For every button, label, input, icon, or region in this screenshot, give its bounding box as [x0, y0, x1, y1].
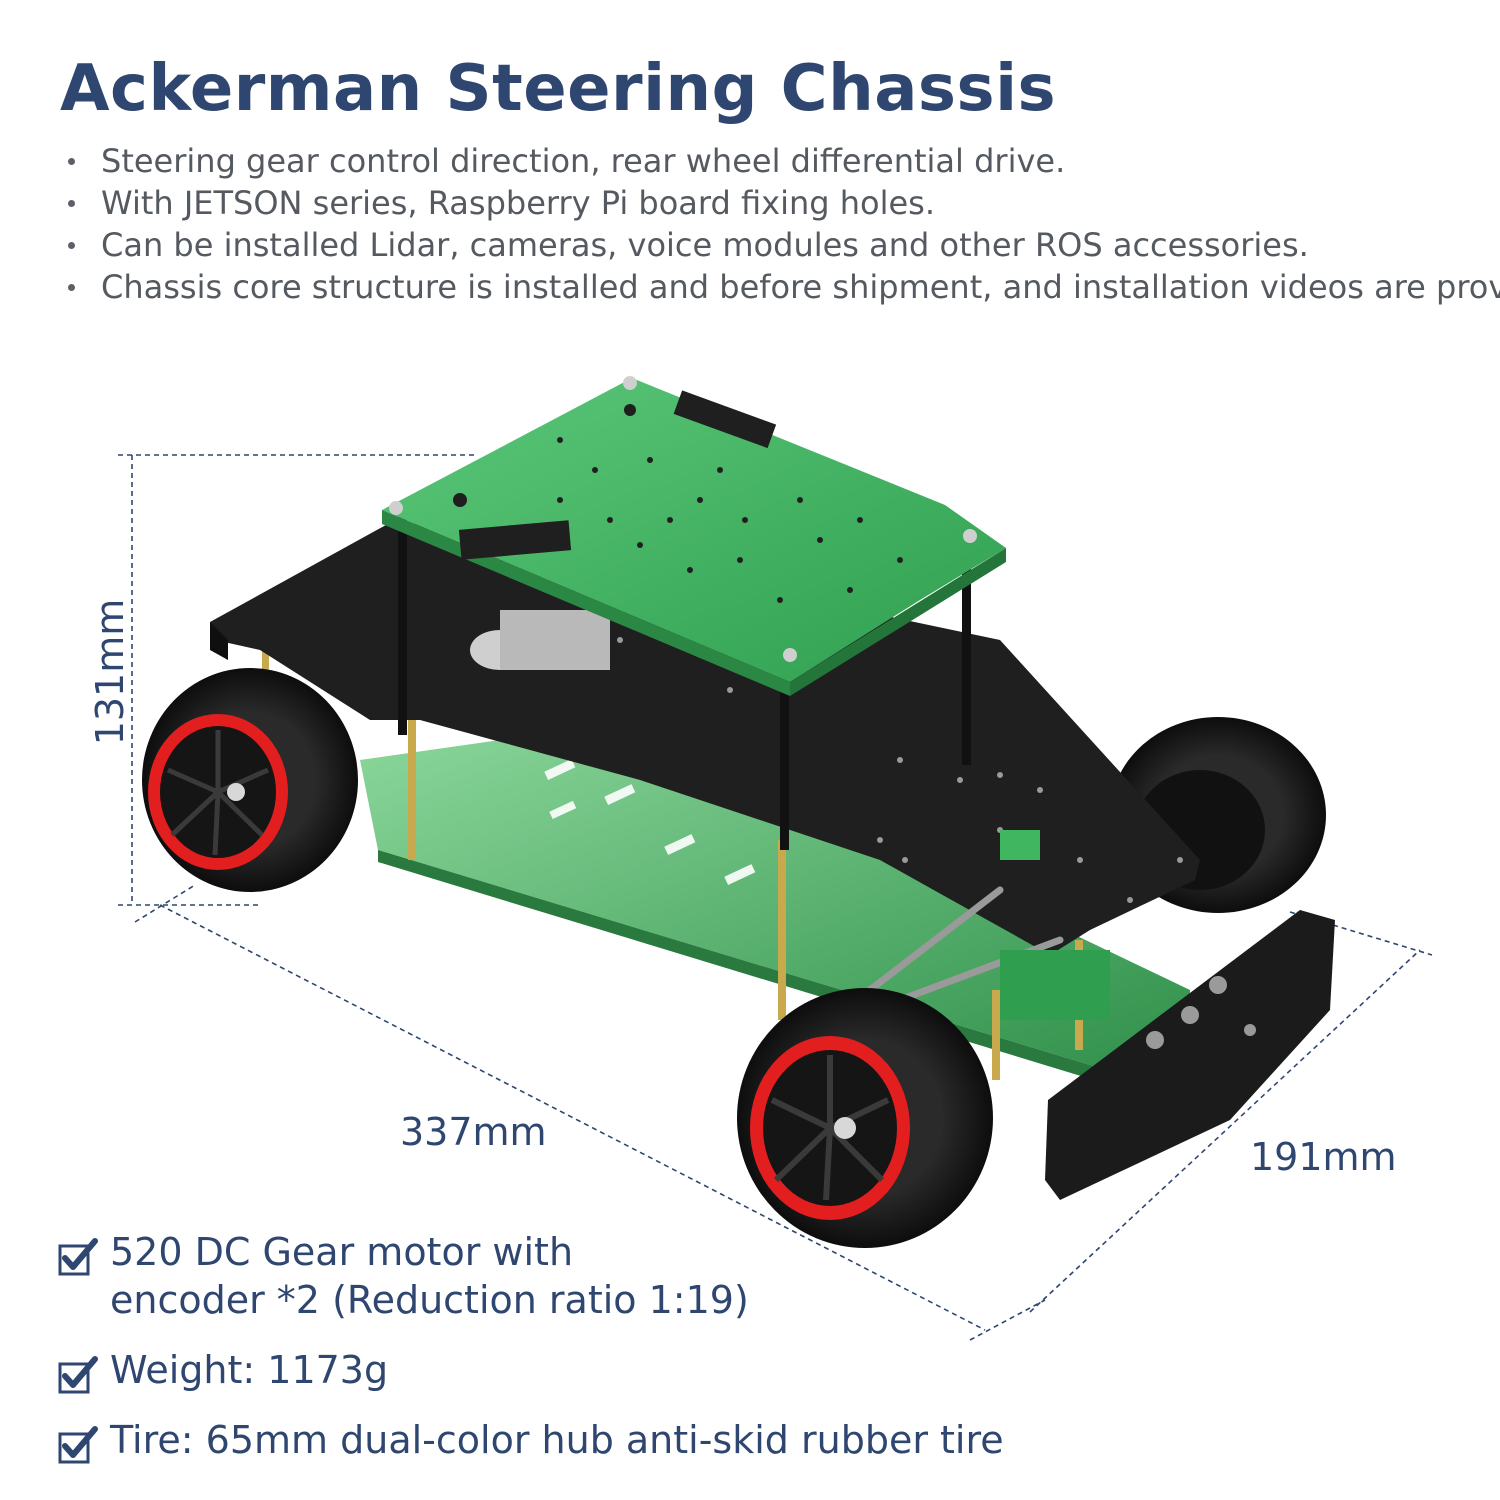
spec-text: encoder *2 (Reduction ratio 1:19)	[110, 1278, 749, 1322]
spec-text: 520 DC Gear motor with	[110, 1230, 574, 1274]
bullet-item: Steering gear control direction, rear wh…	[66, 140, 1500, 182]
support-posts	[398, 515, 971, 850]
spec-checklist: 520 DC Gear motor with encoder *2 (Reduc…	[58, 1228, 1158, 1486]
feature-bullet-list: Steering gear control direction, rear wh…	[66, 140, 1500, 308]
front-bumper	[1045, 910, 1335, 1200]
bullet-item: With JETSON series, Raspberry Pi board f…	[66, 182, 1500, 224]
checkmark-icon	[58, 1426, 98, 1464]
rear-left-wheel	[142, 668, 358, 892]
checkmark-icon	[58, 1356, 98, 1394]
spec-text: Tire: 65mm dual-color hub anti-skid rubb…	[110, 1418, 1004, 1462]
spec-item-tire: Tire: 65mm dual-color hub anti-skid rubb…	[58, 1416, 1158, 1464]
length-dimension-label: 337mm	[400, 1110, 547, 1154]
top-plate	[382, 376, 1006, 696]
spec-item-motor: 520 DC Gear motor with encoder *2 (Reduc…	[58, 1228, 1158, 1324]
height-dimension-label: 131mm	[88, 598, 132, 746]
page-title: Ackerman Steering Chassis	[60, 52, 1057, 126]
bullet-item: Can be installed Lidar, cameras, voice m…	[66, 224, 1500, 266]
front-left-wheel	[737, 988, 993, 1248]
bullet-item: Chassis core structure is installed and …	[66, 266, 1500, 308]
width-dimension-label: 191mm	[1250, 1135, 1397, 1179]
spec-item-weight: Weight: 1173g	[58, 1346, 1158, 1394]
checkmark-icon	[58, 1238, 98, 1276]
spec-text: Weight: 1173g	[110, 1348, 389, 1392]
gear-motor	[470, 610, 610, 670]
dimension-lines	[118, 454, 1433, 1341]
servo-block	[1000, 830, 1110, 1020]
middle-plate	[210, 520, 1200, 955]
chassis-illustration	[118, 376, 1433, 1341]
